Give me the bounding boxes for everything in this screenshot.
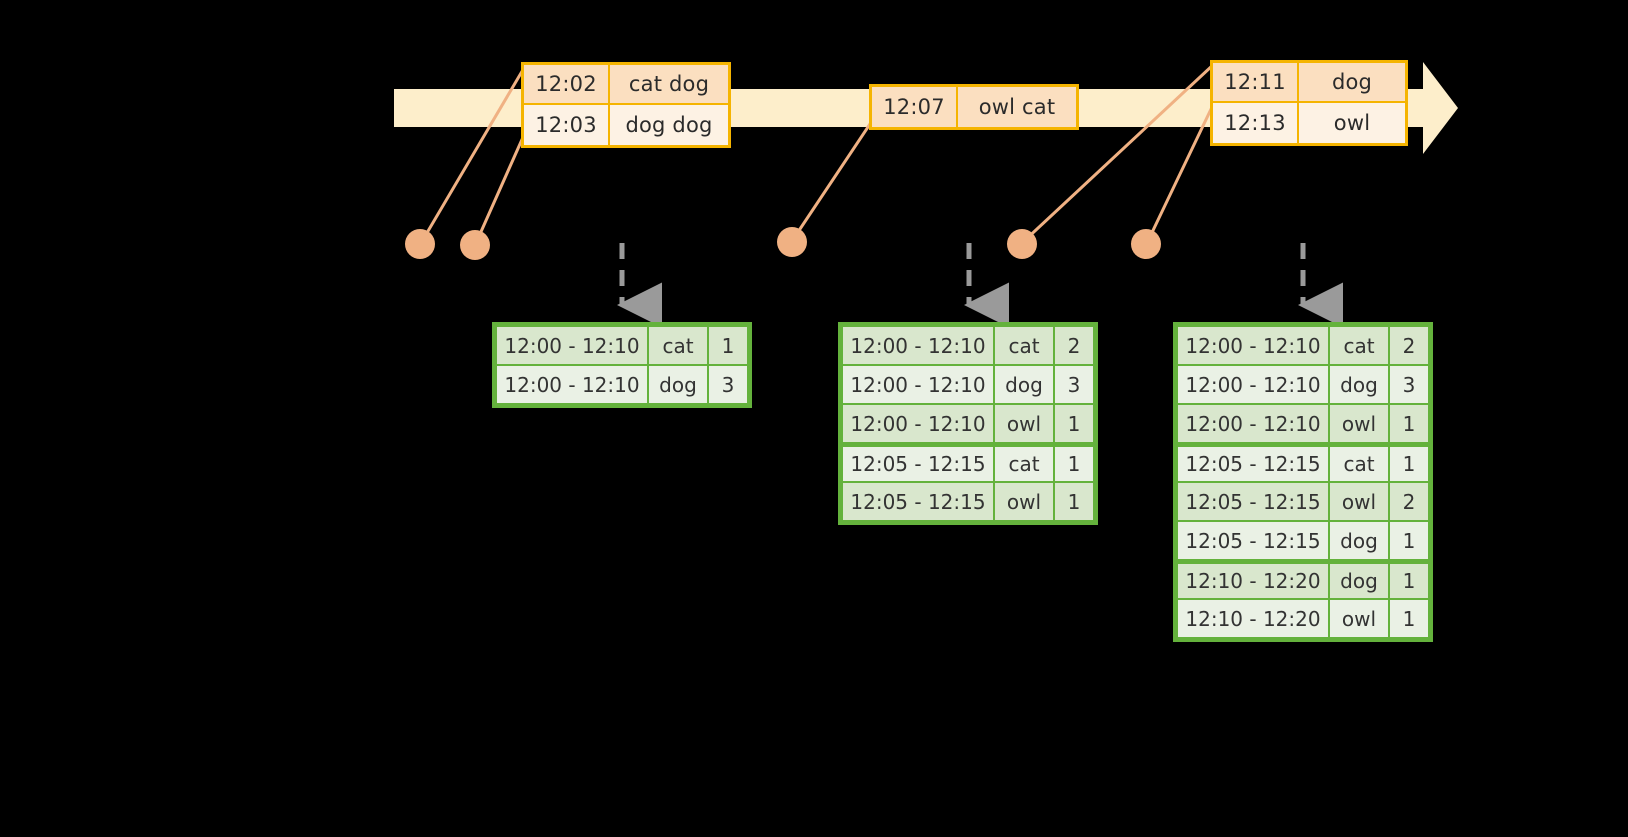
window-cell: 12:05 - 12:15: [843, 483, 993, 520]
key-cell: owl: [995, 483, 1053, 520]
window-cell: 12:10 - 12:20: [1178, 600, 1328, 637]
event-time: 12:02: [524, 65, 610, 103]
key-cell: owl: [1330, 600, 1388, 637]
window-cell: 12:00 - 12:10: [1178, 366, 1328, 403]
key-cell: owl: [1330, 405, 1388, 442]
dot-1: [405, 229, 435, 259]
key-cell: dog: [995, 366, 1053, 403]
connector-line-2: [474, 133, 526, 245]
count-cell: 1: [1390, 447, 1428, 481]
count-cell: 3: [1390, 366, 1428, 403]
dot-4: [1007, 229, 1037, 259]
count-cell: 1: [1055, 447, 1093, 481]
key-cell: cat: [995, 447, 1053, 481]
window-cell: 12:00 - 12:10: [497, 366, 647, 403]
key-cell: cat: [649, 327, 707, 364]
count-cell: 2: [1055, 327, 1093, 364]
key-cell: cat: [1330, 447, 1388, 481]
window-cell: 12:00 - 12:10: [497, 327, 647, 364]
count-cell: 2: [1390, 327, 1428, 364]
window-cell: 12:00 - 12:10: [1178, 327, 1328, 364]
dot-2: [460, 230, 490, 260]
event-time: 12:11: [1213, 63, 1299, 101]
connector-line-5: [1145, 103, 1215, 245]
count-cell: 1: [1055, 405, 1093, 442]
count-cell: 1: [1390, 522, 1428, 559]
count-cell: 3: [1055, 366, 1093, 403]
event-value: dog dog: [610, 105, 728, 145]
count-cell: 2: [1390, 483, 1428, 520]
window-cell: 12:00 - 12:10: [843, 405, 993, 442]
count-cell: 1: [1390, 600, 1428, 637]
event-time: 12:07: [872, 87, 958, 127]
event-value: owl: [1299, 103, 1405, 143]
emit-arrows: [617, 243, 1343, 328]
window-cell: 12:10 - 12:20: [1178, 564, 1328, 598]
count-cell: 1: [1055, 483, 1093, 520]
key-cell: cat: [995, 327, 1053, 364]
key-cell: owl: [995, 405, 1053, 442]
event-value: cat dog: [610, 65, 728, 103]
count-cell: 3: [709, 366, 747, 403]
window-cell: 12:00 - 12:10: [1178, 405, 1328, 442]
key-cell: owl: [1330, 483, 1388, 520]
dot-3: [777, 227, 807, 257]
count-cell: 1: [709, 327, 747, 364]
count-cell: 1: [1390, 564, 1428, 598]
key-cell: dog: [649, 366, 707, 403]
event-value: owl cat: [958, 87, 1076, 127]
event-time: 12:03: [524, 105, 610, 145]
connector-line-3: [790, 119, 874, 243]
window-cell: 12:05 - 12:15: [1178, 522, 1328, 559]
key-cell: cat: [1330, 327, 1388, 364]
key-cell: dog: [1330, 522, 1388, 559]
window-cell: 12:05 - 12:15: [1178, 447, 1328, 481]
connector-line-1: [419, 66, 526, 245]
window-cell: 12:05 - 12:15: [843, 447, 993, 481]
window-cell: 12:00 - 12:10: [843, 366, 993, 403]
event-time: 12:13: [1213, 103, 1299, 143]
window-cell: 12:05 - 12:15: [1178, 483, 1328, 520]
key-cell: dog: [1330, 564, 1388, 598]
window-cell: 12:00 - 12:10: [843, 327, 993, 364]
event-dots: [405, 227, 1161, 260]
count-cell: 1: [1390, 405, 1428, 442]
dot-5: [1131, 229, 1161, 259]
key-cell: dog: [1330, 366, 1388, 403]
event-value: dog: [1299, 63, 1405, 101]
